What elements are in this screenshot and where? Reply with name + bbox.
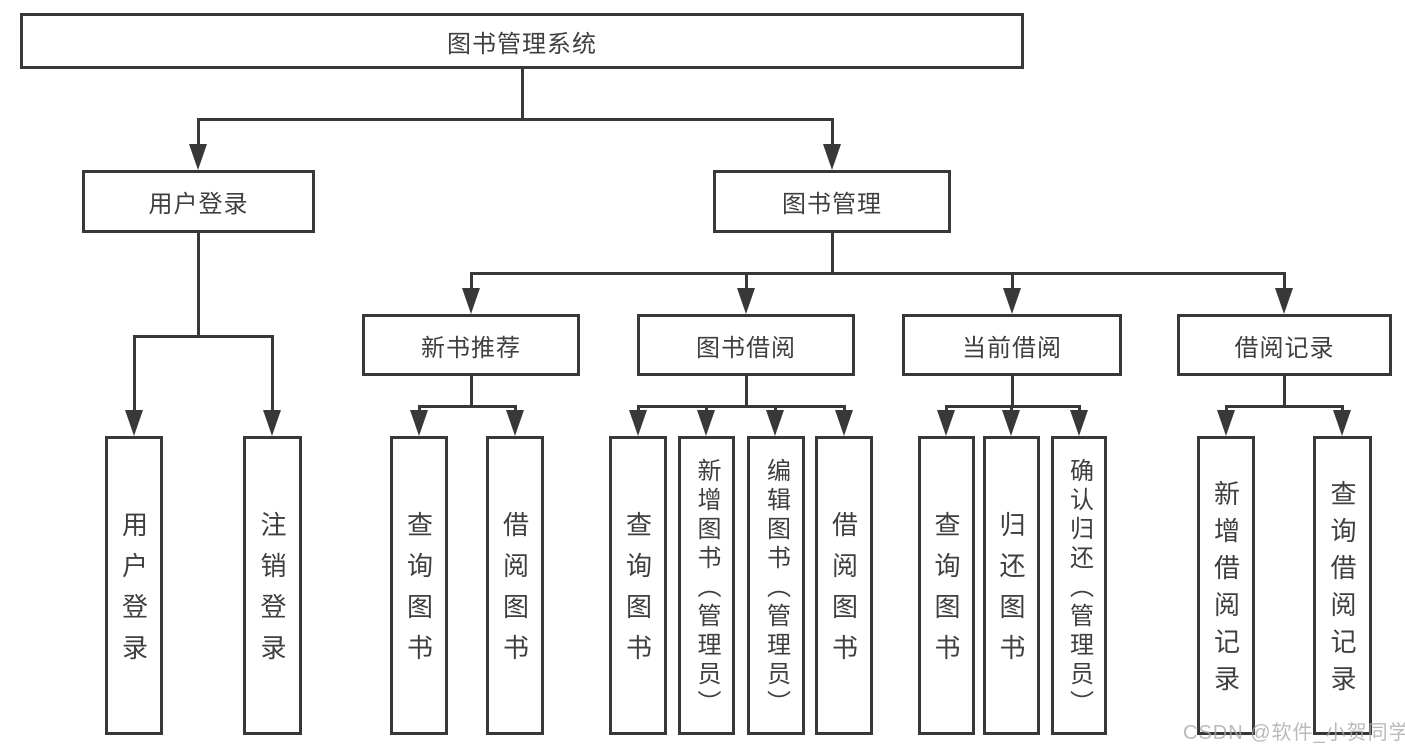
connector-current-borrow-stem [1010, 376, 1014, 405]
leaf-query-book-current-label: 查询图书 [931, 511, 961, 675]
arrow-to-leaf-query-book-1 [417, 405, 421, 410]
leaf-add-book-admin-label: 新增图书（管理员） [693, 457, 720, 719]
arrow-to-leaf-user-login [132, 335, 136, 410]
leaf-query-borrow-record-label: 查询借阅记录 [1327, 480, 1357, 702]
connector-new-book-rail [417, 405, 517, 408]
node-user-login: 用户登录 [82, 170, 315, 233]
leaf-query-book-borrow: 查询图书 [609, 436, 667, 735]
leaf-return-book-label: 归还图书 [996, 511, 1026, 675]
node-new-book-recommend: 新书推荐 [362, 314, 580, 376]
leaf-query-borrow-record: 查询借阅记录 [1313, 436, 1372, 735]
arrow-to-leaf-logout [270, 335, 274, 410]
connector-user-login-rail [132, 335, 274, 338]
leaf-logout-label: 注销登录 [257, 511, 287, 675]
leaf-user-login: 用户登录 [105, 436, 163, 735]
connector-book-management-rail [469, 272, 1286, 275]
arrow-to-book-borrow [744, 272, 748, 288]
arrow-to-book-management [830, 118, 834, 144]
node-book-management: 图书管理 [713, 170, 951, 233]
node-current-borrow: 当前借阅 [902, 314, 1122, 376]
arrow-to-leaf-add-book [704, 405, 708, 410]
arrow-to-leaf-add-record [1224, 405, 1228, 410]
node-book-management-label: 图书管理 [782, 191, 882, 218]
node-borrow-records-label: 借阅记录 [1234, 334, 1335, 362]
leaf-borrow-book-newrec-label: 借阅图书 [499, 511, 530, 675]
node-library-system: 图书管理系统 [20, 13, 1024, 69]
node-new-book-recommend-label: 新书推荐 [421, 334, 521, 362]
arrow-to-leaf-confirm-return [1077, 405, 1081, 410]
leaf-logout: 注销登录 [243, 436, 302, 735]
arrow-to-leaf-edit-book [773, 405, 777, 410]
arrow-to-leaf-borrow-book-1 [513, 405, 517, 410]
leaf-user-login-label: 用户登录 [118, 511, 149, 675]
arrow-to-current-borrow [1010, 272, 1014, 288]
node-book-borrow-label: 图书借阅 [696, 334, 796, 362]
node-borrow-records: 借阅记录 [1177, 314, 1392, 376]
connector-current-borrow-rail [944, 405, 1081, 408]
leaf-add-borrow-record-label: 新增借阅记录 [1210, 480, 1241, 702]
node-book-borrow: 图书借阅 [637, 314, 855, 376]
leaf-query-book-current: 查询图书 [918, 436, 975, 735]
arrow-to-leaf-query-book-2 [636, 405, 640, 410]
leaf-borrow-book-borrow: 借阅图书 [815, 436, 873, 735]
leaf-borrow-book-borrow-label: 借阅图书 [828, 511, 859, 675]
leaf-return-book: 归还图书 [983, 436, 1040, 735]
connector-root-stem [520, 69, 524, 118]
node-library-system-label: 图书管理系统 [447, 30, 597, 58]
node-current-borrow-label: 当前借阅 [962, 334, 1062, 362]
leaf-confirm-return-admin: 确认归还（管理员） [1051, 436, 1107, 735]
csdn-watermark: CSDN @软件_小贺同学 [1183, 722, 1405, 744]
connector-borrow-records-stem [1282, 376, 1286, 405]
arrow-to-borrow-records [1282, 272, 1286, 288]
arrow-to-leaf-query-book-3 [944, 405, 948, 410]
arrow-to-leaf-query-record [1340, 405, 1344, 410]
leaf-edit-book-admin-label: 编辑图书（管理员） [762, 457, 790, 719]
connector-user-login-stem [196, 233, 200, 335]
leaf-edit-book-admin: 编辑图书（管理员） [747, 436, 805, 735]
arrow-to-leaf-return-book [1009, 405, 1013, 410]
connector-book-borrow-rail [636, 405, 846, 408]
arrow-to-leaf-borrow-book-2 [842, 405, 846, 410]
leaf-add-book-admin: 新增图书（管理员） [678, 436, 735, 735]
connector-book-management-stem [830, 233, 834, 272]
connector-book-borrow-stem [744, 376, 748, 405]
leaf-confirm-return-admin-label: 确认归还（管理员） [1065, 457, 1093, 719]
arrow-to-new-book-recommend [469, 272, 473, 288]
leaf-query-book-newrec-label: 查询图书 [403, 511, 434, 675]
leaf-query-book-borrow-label: 查询图书 [622, 511, 653, 675]
arrow-to-user-login [196, 118, 200, 144]
leaf-query-book-newrec: 查询图书 [390, 436, 448, 735]
leaf-borrow-book-newrec: 借阅图书 [486, 436, 544, 735]
connector-root-rail [196, 118, 834, 121]
connector-borrow-records-rail [1224, 405, 1344, 408]
connector-new-book-stem [469, 376, 473, 405]
leaf-add-borrow-record: 新增借阅记录 [1197, 436, 1255, 735]
node-user-login-label: 用户登录 [148, 191, 249, 218]
